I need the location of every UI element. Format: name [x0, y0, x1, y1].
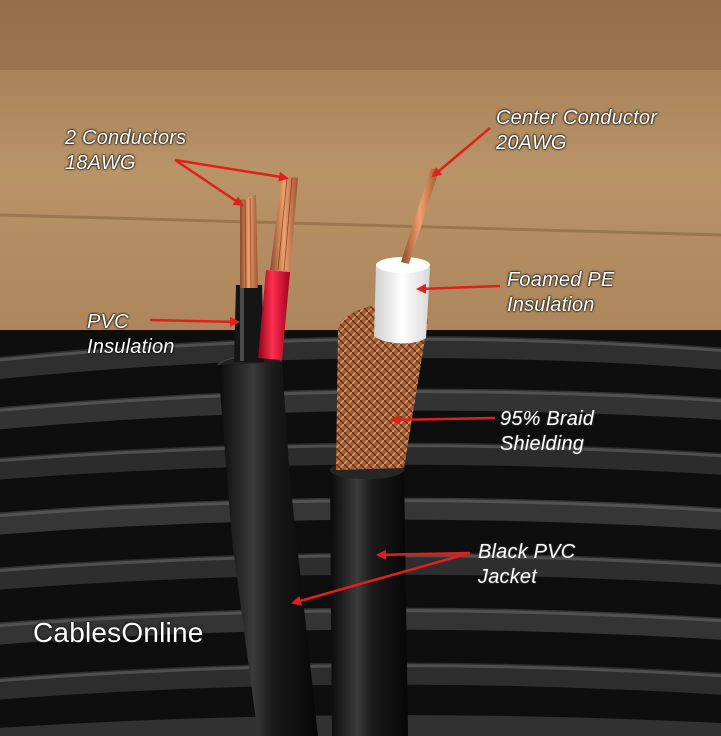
label-black-pvc-jacket: Black PVC Jacket [478, 540, 575, 590]
label-pvc-insulation: PVC Insulation [87, 310, 175, 360]
label-center-conductor-line2: 20AWG [496, 132, 567, 154]
label-pvc-insulation-line1: PVC [87, 311, 129, 333]
brand-watermark: CablesOnline [33, 617, 204, 648]
label-foamed-pe-line1: Foamed PE [507, 269, 615, 291]
label-two-conductors: 2 Conductors 18AWG [65, 126, 186, 176]
label-braid-shielding: 95% Braid Shielding [500, 407, 594, 457]
label-center-conductor: Center Conductor 20AWG [496, 106, 657, 156]
label-foamed-pe: Foamed PE Insulation [507, 268, 614, 318]
label-black-pvc-jacket-line1: Black PVC [478, 541, 576, 563]
label-center-conductor-line1: Center Conductor [496, 107, 658, 129]
label-black-pvc-jacket-line2: Jacket [478, 566, 538, 588]
label-foamed-pe-line2: Insulation [507, 294, 595, 316]
label-two-conductors-line2: 18AWG [65, 152, 136, 174]
label-two-conductors-line1: 2 Conductors [65, 127, 187, 149]
label-pvc-insulation-line2: Insulation [87, 336, 175, 358]
label-braid-shielding-line1: 95% Braid [500, 408, 595, 430]
label-braid-shielding-line2: Shielding [500, 433, 585, 455]
